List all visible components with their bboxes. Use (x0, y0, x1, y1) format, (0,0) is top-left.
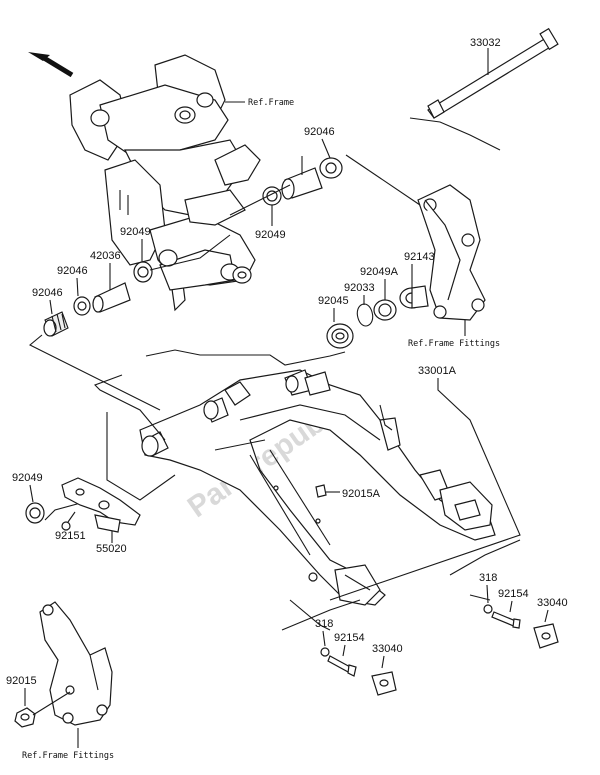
adjuster-33040-lower (371, 671, 397, 696)
chain-guide-55020 (61, 477, 141, 533)
part-92049-left: 92049 (120, 226, 151, 238)
adjuster-33040-right (533, 623, 559, 649)
part-92046-left: 92046 (32, 287, 63, 299)
part-42036: 42036 (90, 250, 121, 262)
part-92045: 92045 (318, 295, 349, 307)
pivot-shaft-33032 (427, 27, 559, 119)
part-92049-upper: 92049 (255, 229, 286, 241)
frame-fitting-plate-top (417, 184, 486, 321)
part-318-lower: 318 (315, 618, 333, 630)
part-92154-right: 92154 (498, 588, 529, 600)
bearing-92046-mid (73, 296, 91, 316)
part-92049-lower: 92049 (12, 472, 43, 484)
screw-92151 (61, 511, 76, 531)
part-92033: 92033 (344, 282, 375, 294)
part-33032: 33032 (470, 37, 501, 49)
bolt-92015 (14, 707, 36, 728)
seal-92049-lower (25, 502, 45, 524)
ref-frame-fittings-bottom: Ref.Frame Fittings (22, 751, 114, 761)
swingarm-33001A (139, 369, 496, 606)
bearing-92046-left (43, 311, 69, 337)
seal-92049A (373, 299, 397, 321)
bolt-92015A (315, 484, 327, 498)
part-92046-upper: 92046 (304, 126, 335, 138)
frame-drawing (69, 54, 261, 312)
part-92143: 92143 (404, 251, 435, 263)
circlip-92033 (356, 303, 374, 327)
part-33001A: 33001A (418, 365, 457, 377)
part-33040-right: 33040 (537, 597, 568, 609)
part-92049A: 92049A (360, 266, 399, 278)
frame-fitting-plate-bottom (39, 601, 113, 726)
ref-frame-label: Ref.Frame (248, 98, 294, 108)
bearing-92045 (326, 323, 354, 349)
seal-92049-left (133, 261, 153, 283)
collar-42036A (281, 167, 323, 200)
seal-92049-upper (262, 186, 282, 206)
nut-318-right (483, 604, 493, 614)
front-arrow-icon (28, 52, 74, 78)
part-92154-lower: 92154 (334, 632, 365, 644)
part-92151: 92151 (55, 530, 86, 542)
part-92015: 92015 (6, 675, 37, 687)
part-318-right: 318 (479, 572, 497, 584)
bolt-92154-lower (327, 655, 357, 677)
nut-318-lower (320, 647, 330, 657)
collar-42036 (92, 282, 131, 313)
bolt-92154-right (491, 611, 521, 629)
ref-frame-fittings-top: Ref.Frame Fittings (408, 339, 500, 349)
part-33040-lower: 33040 (372, 643, 403, 655)
part-92015A: 92015A (342, 488, 381, 500)
collar-92143 (399, 285, 429, 309)
part-92046-mid: 92046 (57, 265, 88, 277)
part-55020: 55020 (96, 543, 127, 555)
bearing-92046-upper (319, 157, 343, 179)
